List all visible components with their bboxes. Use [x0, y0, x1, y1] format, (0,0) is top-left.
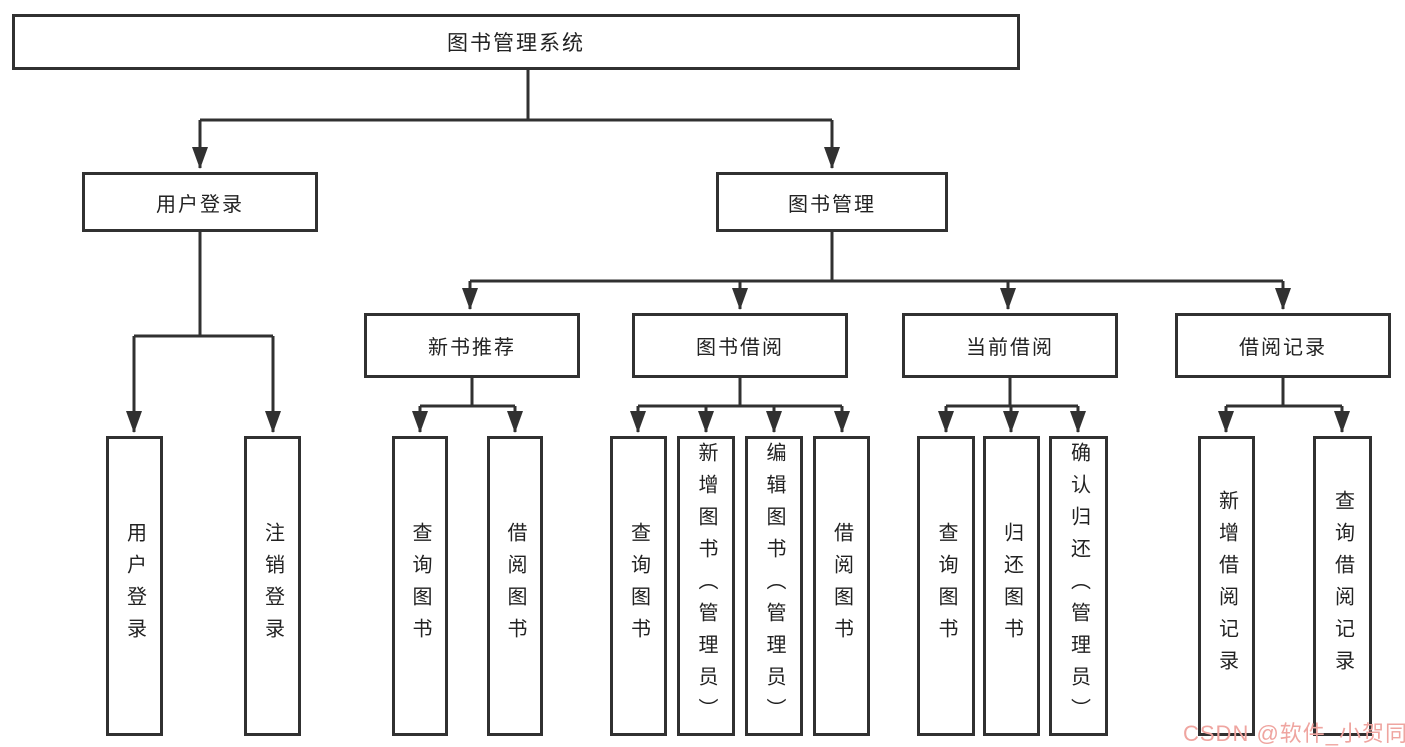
- connector-book-borrow: [630, 378, 850, 433]
- leaf-records-add: 新增借阅记录: [1198, 436, 1255, 736]
- leaf-bookborrow-add-admin: 新增图书（管理员）: [677, 436, 735, 736]
- leaf-bookborrow-borrow: 借阅图书: [813, 436, 870, 736]
- csdn-watermark: CSDN @软件_小贺同学: [1183, 721, 1405, 746]
- node-book-management: 图书管理: [716, 172, 948, 232]
- leaf-records-query: 查询借阅记录: [1313, 436, 1372, 736]
- connector-book-management: [462, 232, 1291, 310]
- connector-current-borrow: [938, 378, 1086, 433]
- node-borrow-records: 借阅记录: [1175, 313, 1391, 378]
- connector-new-book-recommend: [412, 378, 523, 433]
- leaf-logout: 注销登录: [244, 436, 301, 736]
- node-book-borrow: 图书借阅: [632, 313, 848, 378]
- node-book-management-system: 图书管理系统: [12, 14, 1020, 70]
- connector-root: [192, 70, 840, 169]
- leaf-currentborrow-query: 查询图书: [917, 436, 975, 736]
- node-new-book-recommend: 新书推荐: [364, 313, 580, 378]
- leaf-bookborrow-edit-admin: 编辑图书（管理员）: [745, 436, 803, 736]
- leaf-bookborrow-query: 查询图书: [610, 436, 667, 736]
- node-current-borrow: 当前借阅: [902, 313, 1118, 378]
- leaf-user-login: 用户登录: [106, 436, 163, 736]
- leaf-currentborrow-confirm-admin: 确认归还（管理员）: [1049, 436, 1108, 736]
- connector-borrow-records: [1218, 378, 1350, 433]
- leaf-newbooks-query: 查询图书: [392, 436, 448, 736]
- connector-user-login: [126, 232, 281, 433]
- leaf-currentborrow-return: 归还图书: [983, 436, 1040, 736]
- leaf-newbooks-borrow: 借阅图书: [487, 436, 543, 736]
- node-user-login: 用户登录: [82, 172, 318, 232]
